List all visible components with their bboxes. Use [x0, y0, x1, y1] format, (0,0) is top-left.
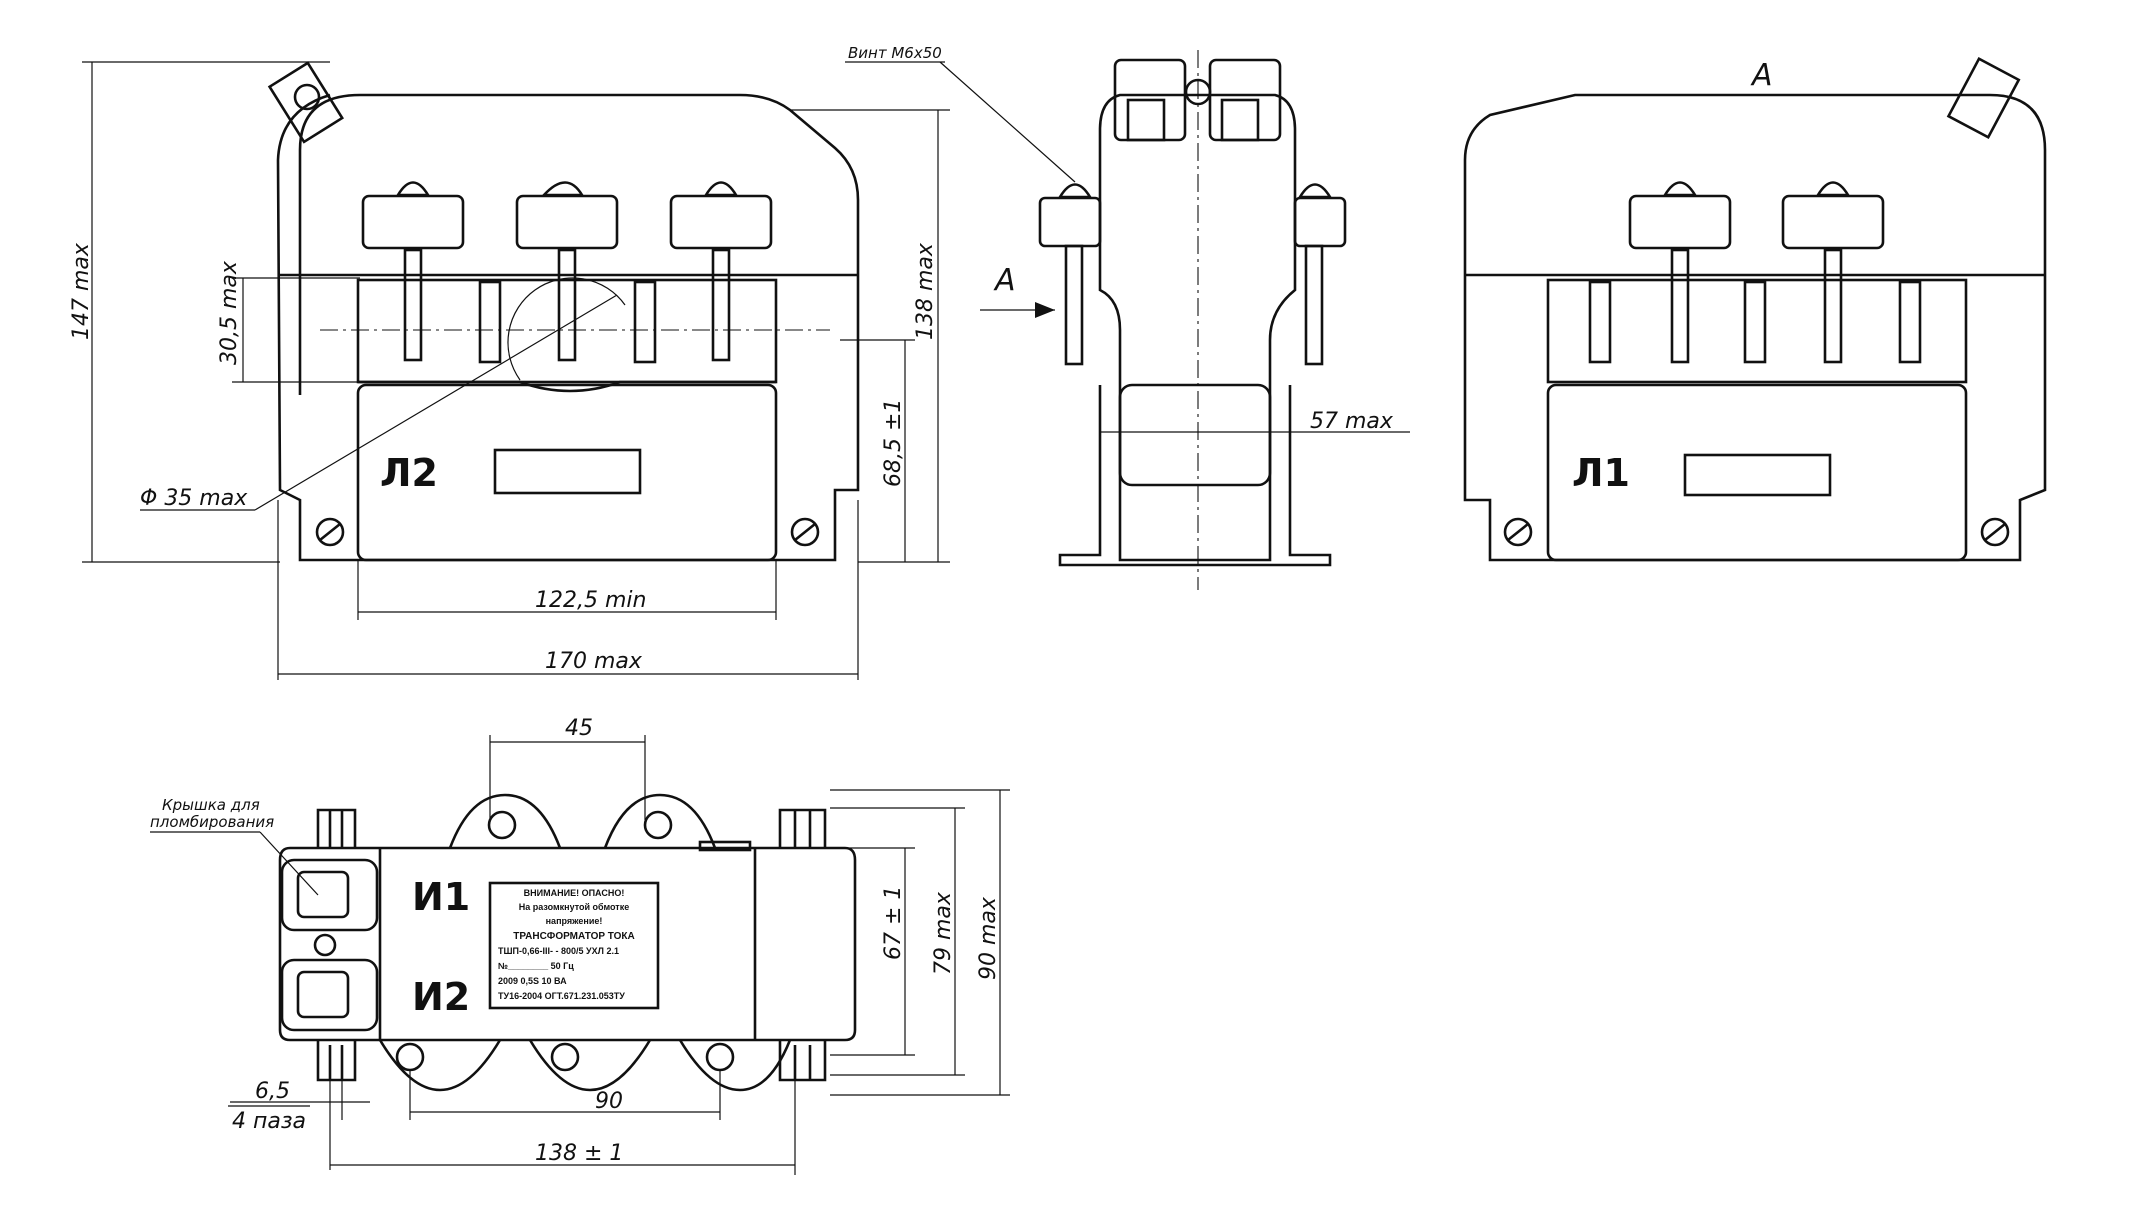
- front-bolts: [395, 181, 739, 364]
- svg-text:На разомкнутой обмотке: На разомкнутой обмотке: [519, 902, 629, 912]
- dim-6-5: 6,5: [255, 1079, 290, 1104]
- dim-67: 67 ± 1: [881, 886, 906, 960]
- svg-text:ВНИМАНИЕ! ОПАСНО!: ВНИМАНИЕ! ОПАСНО!: [524, 888, 625, 898]
- view-arrow-icon: [1035, 302, 1055, 318]
- top-dimensions: 45 67 ± 1 79 max 90 max 6,5 4 паза 90 13…: [228, 716, 1010, 1175]
- dim-68-5: 68,5 ±1: [881, 399, 906, 487]
- dim-147-max: 147 max: [69, 242, 94, 340]
- dim-30-5-max: 30,5 max: [217, 260, 242, 365]
- dim-122-5-min: 122,5 min: [535, 588, 646, 613]
- terminal-i2-label: И2: [412, 975, 470, 1019]
- dim-90-max: 90 max: [976, 896, 1001, 980]
- view-arrow-label: A: [993, 263, 1016, 298]
- terminal-i1-label: И1: [412, 875, 470, 919]
- slots-label: 4 паза: [232, 1109, 306, 1134]
- dim-138-max: 138 max: [913, 242, 938, 340]
- dim-phi-35-max: Φ 35 max: [140, 486, 248, 511]
- svg-text:№________ 50 Гц: №________ 50 Гц: [498, 961, 574, 971]
- dim-79-max: 79 max: [931, 891, 956, 975]
- svg-text:ТУ16-2004 ОГТ.671.231.053ТУ: ТУ16-2004 ОГТ.671.231.053ТУ: [498, 991, 625, 1001]
- svg-text:ТРАНСФОРМАТОР ТОКА: ТРАНСФОРМАТОР ТОКА: [513, 931, 635, 942]
- rear-view: A Л1: [1463, 57, 2047, 562]
- top-view: ВНИМАНИЕ! ОПАСНО! На разомкнутой обмотке…: [150, 793, 857, 1092]
- dim-170-max: 170 max: [545, 649, 643, 674]
- side-view: Винт М6х50 A 57 max: [845, 44, 1410, 590]
- svg-text:ТШП-0,66-III- - 800/5 УХЛ 2.: ТШП-0,66-III- - 800/5 УХЛ 2.1: [498, 946, 619, 956]
- dim-57-max: 57 max: [1310, 409, 1394, 434]
- dim-138: 138 ± 1: [535, 1141, 623, 1166]
- terminal-l1-label: Л1: [1572, 451, 1630, 495]
- nameplate-text: ВНИМАНИЕ! ОПАСНО! На разомкнутой обмотке…: [498, 888, 635, 1001]
- svg-text:2009 0,5S 10 ВА: 2009 0,5S 10 ВА: [498, 976, 567, 986]
- front-view: Л2: [267, 61, 860, 562]
- terminal-l2-label: Л2: [380, 451, 438, 495]
- dim-90: 90: [595, 1089, 623, 1114]
- view-a-title: A: [1750, 58, 1773, 93]
- screw-label: Винт М6х50: [848, 44, 942, 62]
- dim-45: 45: [565, 716, 593, 741]
- cover-label-1: Крышка для: [162, 796, 260, 814]
- cover-label-2: пломбирования: [150, 813, 274, 831]
- svg-text:напряжение!: напряжение!: [546, 916, 603, 926]
- front-dimensions: 147 max 138 max 68,5 ±1 30,5 max Φ 35 ma…: [69, 61, 950, 680]
